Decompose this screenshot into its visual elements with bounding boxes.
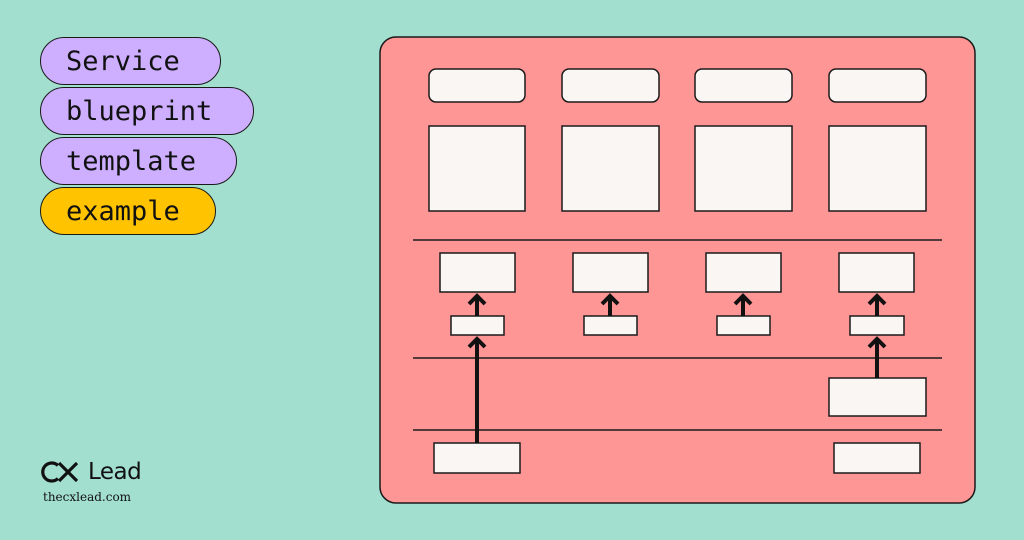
customer-step-label-4 <box>828 68 927 103</box>
title-pill-service: Service <box>40 37 221 85</box>
cx-logo-icon <box>41 461 79 483</box>
customer-action-card-1 <box>428 125 526 212</box>
customer-step-label-3 <box>694 68 793 103</box>
logo-wordmark: Lead <box>88 459 142 485</box>
customer-step-label-1 <box>428 68 526 103</box>
arrow-icon-col4-top <box>867 293 887 316</box>
customer-action-card-2 <box>561 125 660 212</box>
customer-step-label-2 <box>561 68 660 103</box>
customer-action-card-4 <box>828 125 927 212</box>
title-pill-example: example <box>40 187 216 235</box>
title-pill-blueprint: blueprint <box>40 87 254 135</box>
title-pill-template: template <box>40 137 237 185</box>
title-word: template <box>66 145 197 177</box>
backstage-card <box>828 377 927 417</box>
arrow-icon-col3-top <box>733 293 753 316</box>
frontstage-card-4 <box>838 252 915 293</box>
support-card-1 <box>433 442 521 474</box>
small-card-2 <box>583 315 638 336</box>
frontstage-card-3 <box>705 252 782 293</box>
title-word: example <box>66 195 180 227</box>
title-word: blueprint <box>66 95 213 127</box>
frontstage-card-2 <box>572 252 649 293</box>
arrow-icon-col1-long <box>467 336 487 443</box>
blueprint-board <box>379 36 976 504</box>
small-card-4 <box>849 315 905 336</box>
arrow-icon-col2-top <box>600 293 620 316</box>
site-url: thecxlead.com <box>43 490 132 504</box>
arrow-icon-col4-backstage <box>867 336 887 378</box>
customer-action-card-3 <box>694 125 793 212</box>
arrow-icon-col1-top <box>467 293 487 316</box>
title-word: Service <box>66 45 180 77</box>
brand-logo: Lead <box>41 458 142 486</box>
frontstage-card-1 <box>439 252 516 293</box>
small-card-3 <box>716 315 771 336</box>
support-card-2 <box>833 442 921 474</box>
small-card-1 <box>450 315 505 336</box>
